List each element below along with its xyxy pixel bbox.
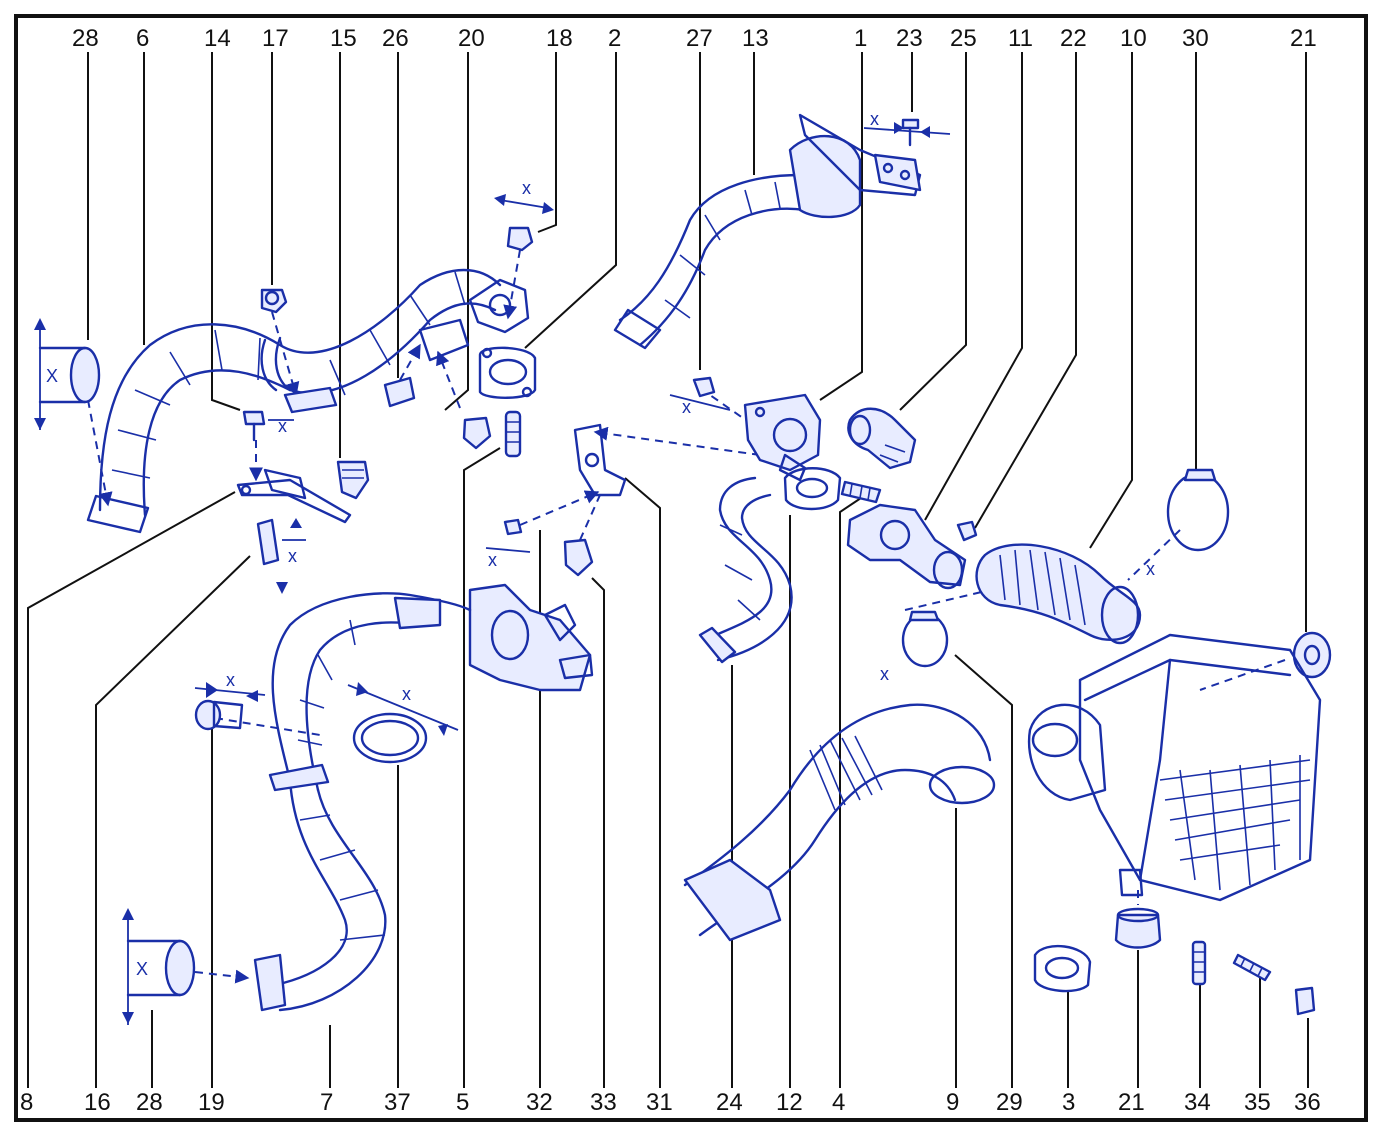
part-8-bracket — [236, 468, 352, 524]
callout-2: 2 — [608, 25, 621, 52]
part-16-bolt: x — [256, 518, 306, 594]
dimension-x-23: x — [870, 109, 879, 129]
callout-29: 29 — [996, 1089, 1023, 1116]
callout-14: 14 — [204, 25, 231, 52]
part-6-hose-upper — [86, 268, 502, 534]
part-12-gasket — [783, 467, 842, 511]
part-18-nut: x — [494, 178, 554, 252]
part-27-bolt: x — [669, 376, 731, 417]
dimension-x-29: x — [880, 664, 889, 684]
callout-21-top: 21 — [1290, 25, 1317, 52]
callout-27: 27 — [686, 25, 713, 52]
part-15-connector — [336, 460, 370, 500]
part-5-stud — [504, 410, 522, 458]
dimension-x-16: x — [288, 546, 297, 566]
part-37-seal: x — [347, 682, 459, 764]
callout-9: 9 — [946, 1089, 959, 1116]
part-11-housing — [846, 503, 967, 590]
dimension-x-30: x — [1146, 559, 1155, 579]
part-24-hose — [698, 476, 793, 664]
callout-19: 19 — [198, 1089, 225, 1116]
callout-36: 36 — [1294, 1089, 1321, 1116]
callout-24: 24 — [716, 1089, 743, 1116]
callout-5: 5 — [456, 1089, 469, 1116]
part-33-connector — [563, 538, 594, 577]
callout-17: 17 — [262, 25, 289, 52]
callout-3: 3 — [1062, 1089, 1075, 1116]
part-1-housing — [743, 393, 822, 482]
part-30-clamp: x — [1146, 468, 1230, 579]
top-callouts: 28 6 14 17 15 26 20 18 2 27 13 1 23 25 1… — [72, 25, 1317, 52]
callout-30: 30 — [1182, 25, 1209, 52]
callout-34: 34 — [1184, 1089, 1211, 1116]
part-17-bolt — [260, 288, 288, 314]
callout-18: 18 — [546, 25, 573, 52]
part-2-gasket — [478, 346, 537, 399]
part-9-intake-duct — [683, 703, 996, 942]
part-23-screw: x — [863, 109, 951, 147]
callout-7: 7 — [320, 1089, 333, 1116]
dimension-x-14: x — [278, 416, 287, 436]
callout-15: 15 — [330, 25, 357, 52]
part-32-bolt: x — [485, 518, 531, 570]
callout-11: 11 — [1008, 25, 1033, 52]
callout-6: 6 — [136, 25, 149, 52]
part-29-clamp: x — [880, 610, 949, 684]
airbox-assembly — [1027, 633, 1322, 902]
callout-12: 12 — [776, 1089, 803, 1116]
callout-20: 20 — [458, 25, 485, 52]
diagram-border — [14, 14, 1368, 1122]
dimension-x-18: x — [522, 178, 531, 198]
part-20-sensor — [462, 416, 492, 450]
callout-32: 32 — [526, 1089, 553, 1116]
callout-31: 31 — [646, 1089, 673, 1116]
part-21-grommet-bottom — [1114, 907, 1162, 949]
callout-21-bottom: 21 — [1118, 1089, 1145, 1116]
callout-10: 10 — [1120, 25, 1147, 52]
part-22-nut — [956, 520, 978, 542]
part-3-gasket — [1033, 944, 1092, 993]
part-21-grommet-top — [1292, 631, 1332, 679]
part-36-clip — [1294, 986, 1316, 1016]
leader-lines — [27, 52, 1309, 1088]
part-19-fitting: x — [194, 670, 266, 731]
part-35-stud — [1232, 953, 1272, 982]
callout-1: 1 — [854, 25, 867, 52]
part-14-bolt: x — [242, 410, 294, 442]
callout-13: 13 — [742, 25, 769, 52]
callout-25: 25 — [950, 25, 977, 52]
dimension-x-32: x — [488, 550, 497, 570]
part-flange-manifold — [418, 278, 530, 362]
callout-26: 26 — [382, 25, 409, 52]
callout-4: 4 — [832, 1089, 845, 1116]
callout-23: 23 — [896, 25, 923, 52]
dimension-x-27: x — [682, 397, 691, 417]
part-31-bracket — [573, 423, 627, 497]
callout-35: 35 — [1244, 1089, 1271, 1116]
part-34-stud — [1191, 940, 1207, 986]
dimension-x-28-top: X — [46, 366, 58, 386]
dimension-x-37: x — [402, 684, 411, 704]
part-26-clip — [383, 376, 416, 408]
part-7-lower-hose — [253, 592, 472, 1012]
callout-8: 8 — [20, 1089, 33, 1116]
callout-28-top: 28 — [72, 25, 99, 52]
part-13-pipe — [613, 113, 922, 350]
callout-37: 37 — [384, 1089, 411, 1116]
bottom-callouts: 8 16 28 19 7 37 5 32 33 31 24 12 4 9 29 … — [20, 1089, 1321, 1116]
callout-22: 22 — [1060, 25, 1087, 52]
part-4-stud — [840, 480, 882, 504]
callout-16: 16 — [84, 1089, 111, 1116]
part-28-plug-top: X — [34, 318, 101, 430]
callout-33: 33 — [590, 1089, 617, 1116]
part-28-plug-bottom: X — [122, 908, 196, 1025]
dimension-x-28-bottom: X — [136, 959, 148, 979]
callout-28-bottom: 28 — [136, 1089, 163, 1116]
part-25-elbow — [847, 407, 917, 470]
part-10-hose — [975, 543, 1142, 645]
dimension-x-19: x — [226, 670, 235, 690]
throttle-body — [468, 583, 594, 692]
